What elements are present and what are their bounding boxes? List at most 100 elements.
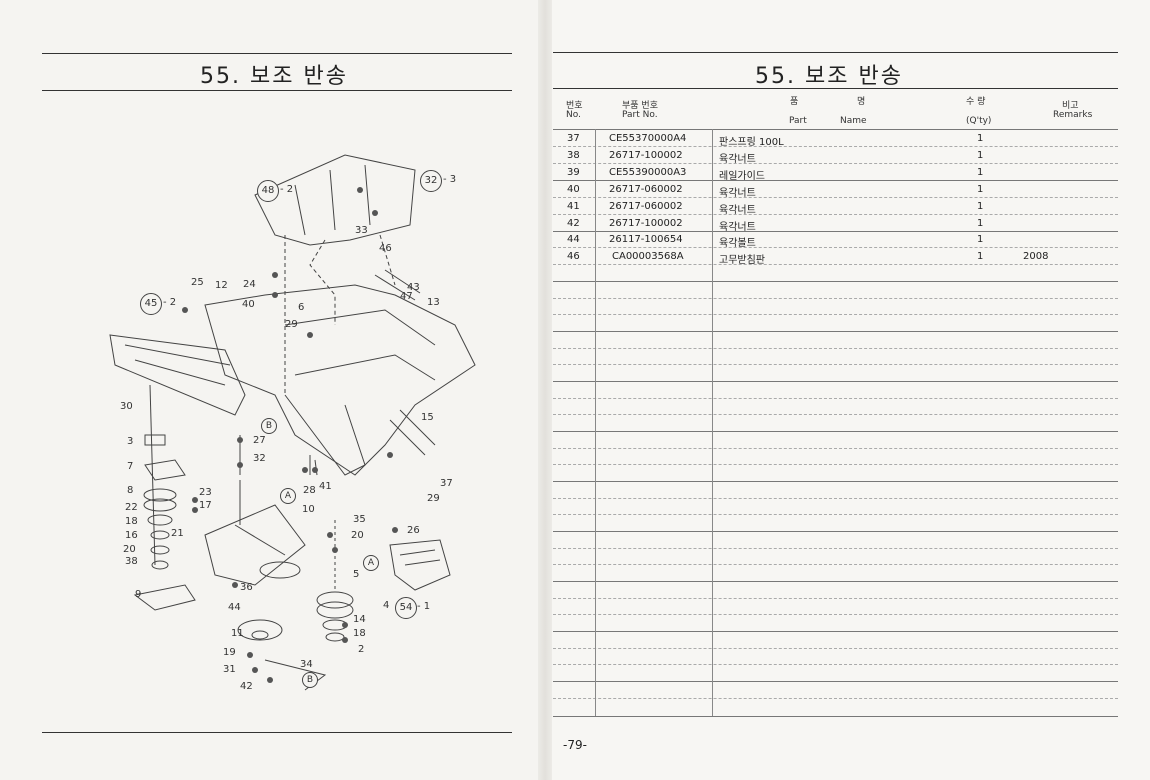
header-qty-ko: 수 량 [966, 97, 986, 107]
cell-no: 41 [567, 201, 580, 212]
ref-bubble-b: B [261, 418, 277, 434]
label-4: 4 [383, 600, 390, 611]
label-34: 34 [300, 659, 313, 670]
table-row-rule [553, 664, 1118, 665]
label-40: 40 [242, 299, 255, 310]
label-14: 14 [353, 614, 366, 625]
label-42: 42 [240, 681, 253, 692]
label-7: 7 [127, 461, 134, 472]
label-36: 36 [240, 582, 253, 593]
table-row-rule [553, 498, 1118, 499]
label-28: 28 [303, 485, 316, 496]
label-2: 2 [358, 644, 365, 655]
cell-name: 판스프링 100L [719, 137, 784, 148]
label-46: 46 [379, 243, 392, 254]
label-18b: 18 [353, 628, 366, 639]
table-row-rule [553, 163, 1118, 164]
page-number: -79- [563, 738, 587, 752]
left-title-rule-top [42, 53, 512, 54]
cell-no: 38 [567, 150, 580, 161]
header-no-en: No. [566, 110, 581, 120]
column-divider [712, 129, 713, 716]
header-name-ko-2: 명 [857, 97, 866, 107]
header-name-ko-1: 품 [790, 97, 799, 107]
header-remarks-en: Remarks [1053, 110, 1093, 120]
ref-bubble-b: B [302, 672, 318, 688]
table-row-rule [553, 231, 1118, 232]
callout-32: 32 [420, 170, 442, 192]
table-bottom-rule [553, 716, 1118, 717]
cell-part-no: CA00003568A [612, 251, 684, 262]
left-footer-rule [42, 732, 512, 733]
header-no-ko: 번호 [566, 101, 583, 111]
label-32b: 32 [253, 453, 266, 464]
label-9: 9 [135, 589, 142, 600]
table-row-rule [553, 514, 1118, 515]
label-17: 17 [199, 500, 212, 511]
table-row-rule [553, 598, 1118, 599]
label-5: 5 [353, 569, 360, 580]
cell-qty: 1 [977, 133, 984, 144]
cell-no: 44 [567, 234, 580, 245]
table-row-rule [553, 214, 1118, 215]
callout-54: 54 [395, 597, 417, 619]
cell-part-no: 26717-100002 [609, 150, 683, 161]
right-page-title: 55. 보조 반송 [755, 64, 903, 89]
label-19: 19 [223, 647, 236, 658]
table-row-rule [553, 264, 1118, 265]
cell-name: 육각너트 [719, 222, 756, 233]
label-24: 24 [243, 279, 256, 290]
column-divider [595, 129, 596, 716]
cell-no: 42 [567, 218, 580, 229]
label-44: 44 [228, 602, 241, 613]
label-10: 10 [302, 504, 315, 515]
cell-qty: 1 [977, 184, 984, 195]
cell-name: 육각너트 [719, 188, 756, 199]
label-29b: 29 [427, 493, 440, 504]
callout-45-qty: - 2 [163, 297, 177, 308]
cell-qty: 1 [977, 150, 984, 161]
table-row-rule [553, 448, 1118, 449]
header-part-no-ko: 부품 번호 [622, 101, 658, 111]
table-row-rule [553, 464, 1118, 465]
table-row-rule [553, 631, 1118, 632]
table-row-rule [553, 698, 1118, 699]
label-47: 47 [400, 291, 413, 302]
table-row-rule [553, 531, 1118, 532]
table-row-rule [553, 648, 1118, 649]
table-row-rule [553, 481, 1118, 482]
header-name-en: Name [840, 116, 867, 126]
table-row-rule [553, 614, 1118, 615]
cell-part-no: 26717-060002 [609, 201, 683, 212]
cell-name: 레일가이드 [719, 171, 765, 182]
cell-qty: 1 [977, 167, 984, 178]
book-gutter [538, 0, 552, 780]
table-row-rule [553, 381, 1118, 382]
callout-48: 48 [257, 180, 279, 202]
table-row-rule [553, 414, 1118, 415]
cell-no: 37 [567, 133, 580, 144]
label-38: 38 [125, 556, 138, 567]
label-33: 33 [355, 225, 368, 236]
callout-32-qty: - 3 [443, 174, 457, 185]
label-35: 35 [353, 514, 366, 525]
table-row-rule [553, 681, 1118, 682]
label-25: 25 [191, 277, 204, 288]
label-21: 21 [171, 528, 184, 539]
right-title-rule-bottom [553, 88, 1118, 89]
cell-part-no: 26717-060002 [609, 184, 683, 195]
table-row-rule [553, 298, 1118, 299]
cell-qty: 1 [977, 218, 984, 229]
label-37: 37 [440, 478, 453, 489]
header-qty-en: (Q'ty) [966, 116, 992, 126]
label-12: 12 [215, 280, 228, 291]
label-18a: 18 [125, 516, 138, 527]
left-page [0, 0, 545, 780]
cell-name: 육각너트 [719, 205, 756, 216]
table-row-rule [553, 348, 1118, 349]
header-remarks-ko: 비고 [1062, 101, 1079, 111]
cell-name: 고무받침판 [719, 255, 765, 266]
table-row-rule [553, 398, 1118, 399]
label-16: 16 [125, 530, 138, 541]
callout-54-qty: - 1 [417, 601, 431, 612]
